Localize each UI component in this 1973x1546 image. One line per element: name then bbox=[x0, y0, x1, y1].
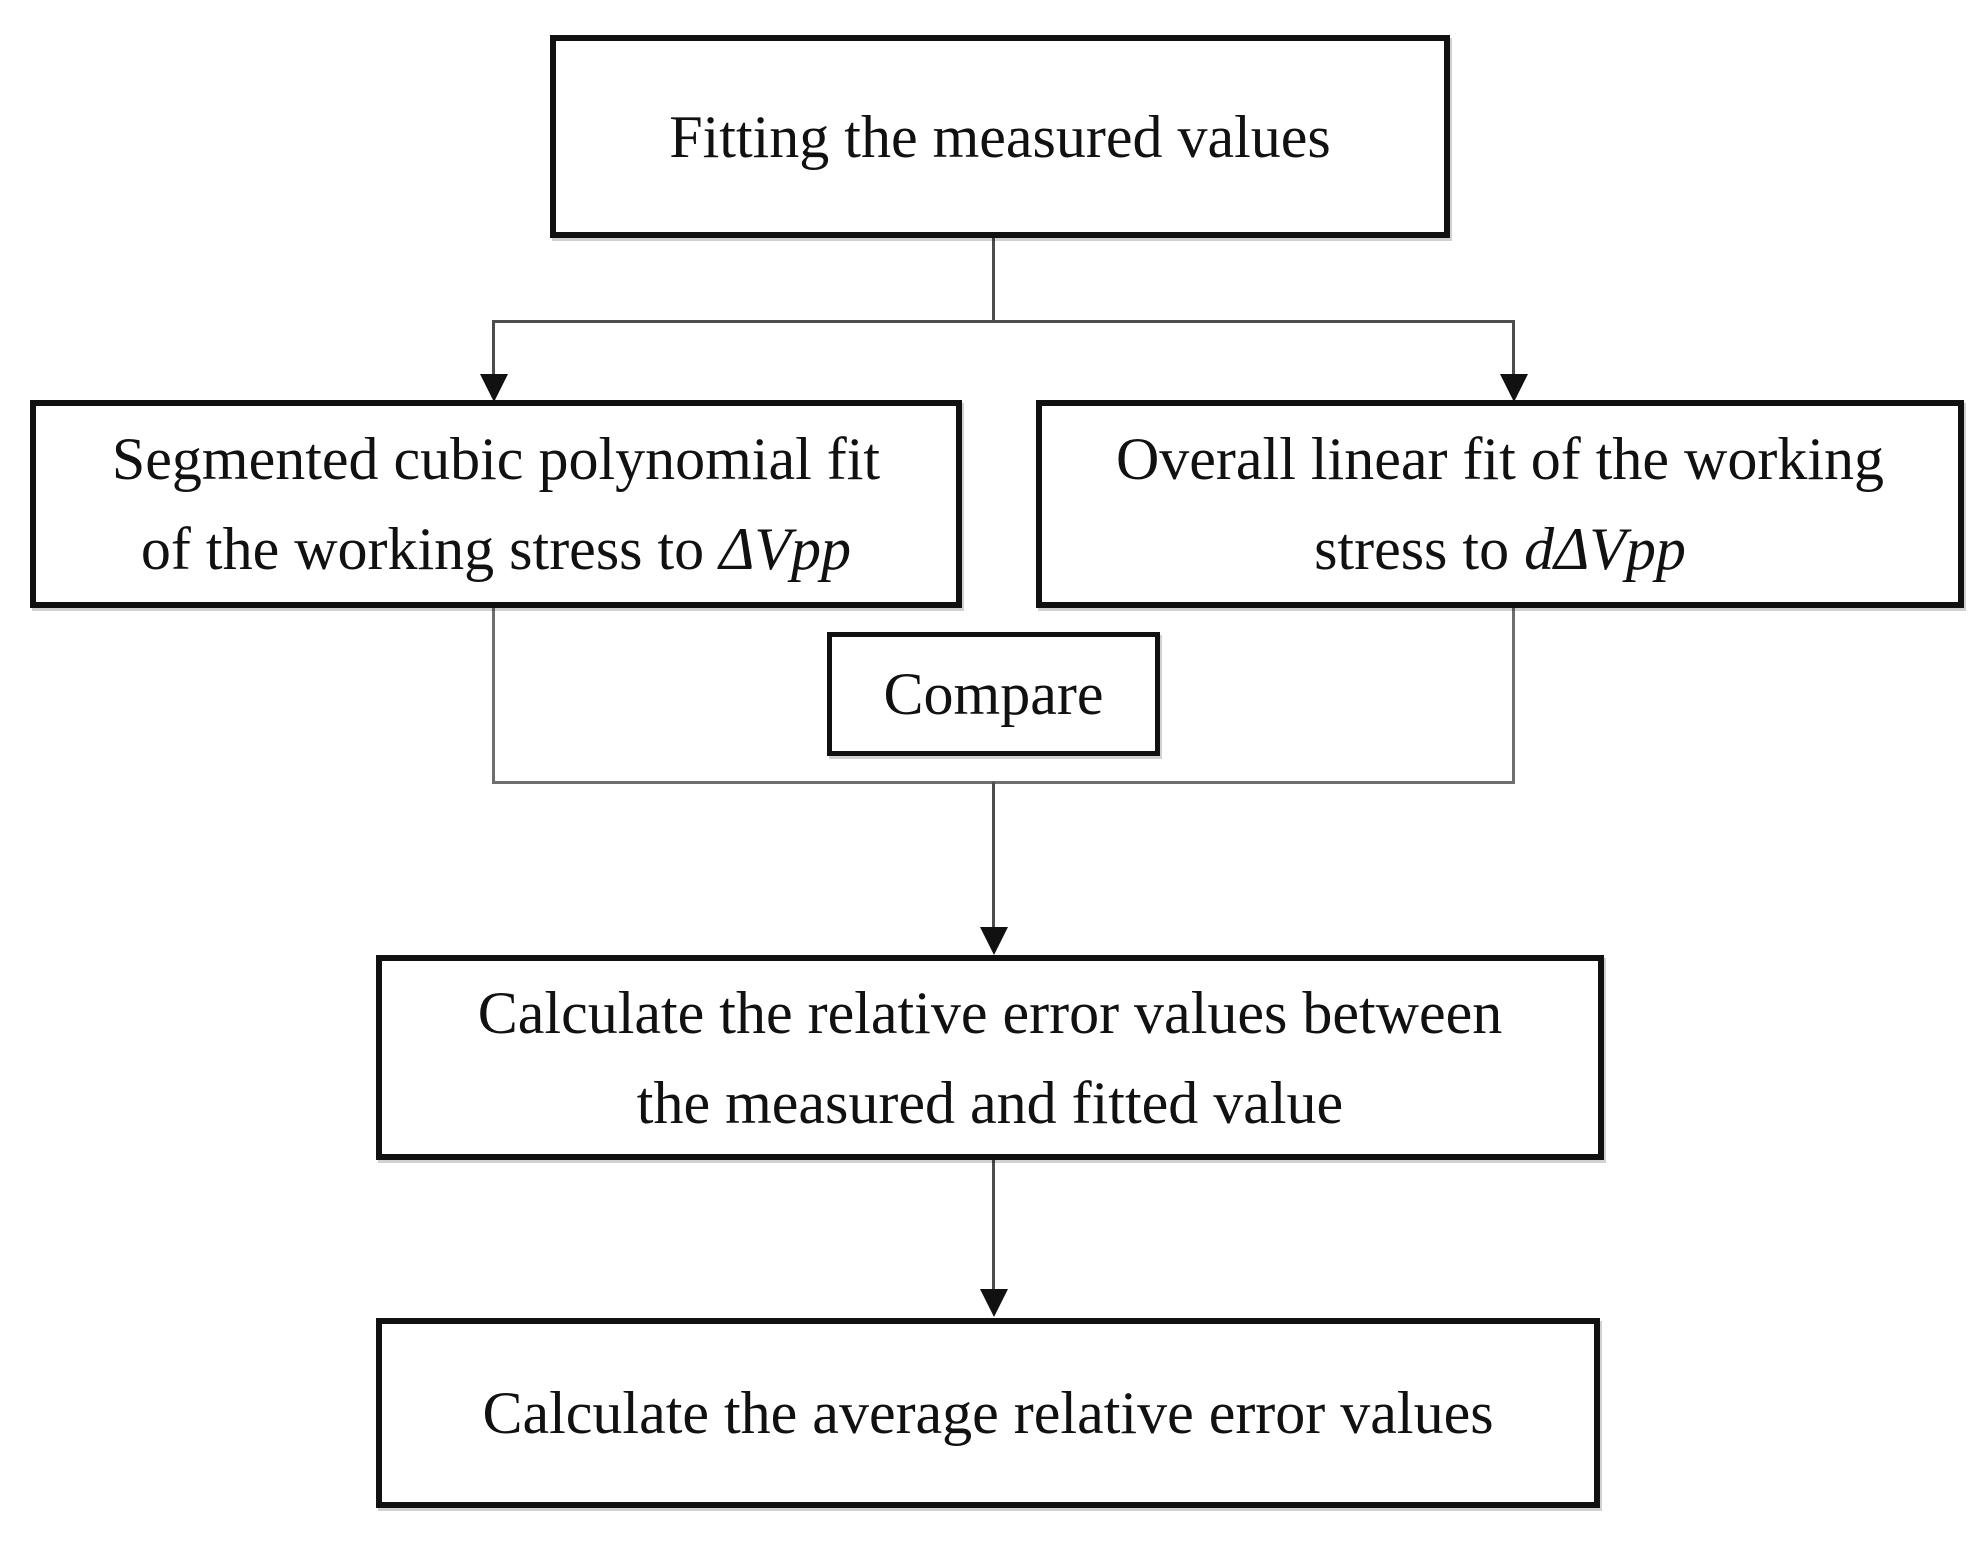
node-calculate-relative-error: Calculate the relative error values betw… bbox=[376, 955, 1604, 1160]
connector-right-branch-stem bbox=[1512, 320, 1515, 376]
node-label-line1: Segmented cubic polynomial fit bbox=[111, 426, 881, 492]
connector-merge-to-error-stem bbox=[992, 782, 995, 929]
node-label-line2: the measured and fitted value bbox=[636, 1069, 1344, 1136]
arrow-down-icon bbox=[980, 1289, 1008, 1317]
node-label-line1: Overall linear fit of the working bbox=[1115, 426, 1885, 492]
node-fitting-measured-values: Fitting the measured values bbox=[550, 35, 1450, 238]
arrow-down-icon bbox=[980, 927, 1008, 955]
connector-fitting-stem bbox=[992, 238, 995, 322]
arrow-down-icon bbox=[480, 374, 508, 402]
math-d-delta-vpp: dΔVpp bbox=[1524, 516, 1686, 582]
arrow-down-icon bbox=[1500, 374, 1528, 402]
node-label-line2-text: stress to bbox=[1314, 516, 1525, 582]
node-label: Compare bbox=[883, 661, 1104, 727]
node-label-line2: stress to dΔVpp bbox=[1314, 504, 1686, 594]
node-label: Fitting the measured values bbox=[669, 103, 1331, 170]
connector-branch-horizontal bbox=[492, 320, 1515, 323]
connector-left-merge-stem bbox=[492, 608, 495, 783]
connector-right-merge-stem bbox=[1512, 608, 1515, 783]
node-compare: Compare bbox=[827, 632, 1160, 756]
node-calculate-average-error: Calculate the average relative error val… bbox=[376, 1318, 1600, 1508]
node-label-line2: of the working stress to ΔVpp bbox=[141, 504, 851, 594]
node-label-line2-text: of the working stress to bbox=[140, 516, 720, 582]
math-delta-vpp: ΔVpp bbox=[719, 516, 852, 582]
connector-error-to-average-stem bbox=[992, 1160, 995, 1291]
node-label: Calculate the average relative error val… bbox=[482, 1380, 1494, 1446]
node-overall-linear-fit: Overall linear fit of the working stress… bbox=[1036, 400, 1964, 608]
connector-merge-horizontal bbox=[492, 781, 1515, 784]
node-label-line1: Calculate the relative error values betw… bbox=[477, 979, 1503, 1046]
connector-left-branch-stem bbox=[492, 320, 495, 376]
node-segmented-cubic-fit: Segmented cubic polynomial fit of the wo… bbox=[30, 400, 962, 608]
